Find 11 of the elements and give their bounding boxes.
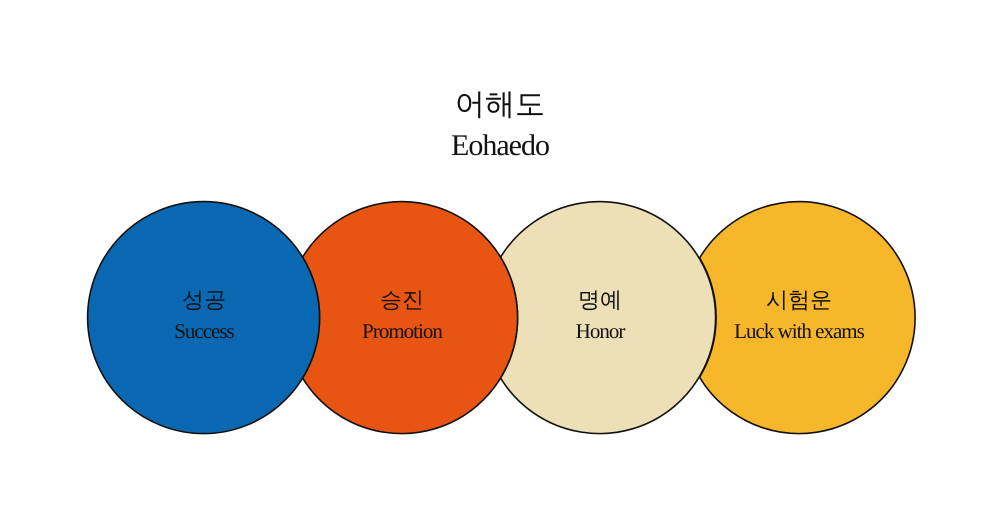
circle-title: 명예: [578, 288, 622, 314]
circle-subtitle: Promotion: [362, 319, 442, 344]
category-circle: [86, 200, 322, 436]
circle-subtitle: Luck with exams: [734, 319, 864, 344]
title-text: 어해도: [455, 88, 545, 121]
circle-title: 승진: [380, 288, 424, 314]
circle-subtitle: Honor: [576, 319, 624, 344]
circle-title: 성공: [182, 288, 226, 314]
circle-subtitle: Success: [174, 319, 234, 344]
subtitle-text: Eohaedo: [451, 129, 549, 162]
circle-title: 시험운: [766, 288, 832, 314]
